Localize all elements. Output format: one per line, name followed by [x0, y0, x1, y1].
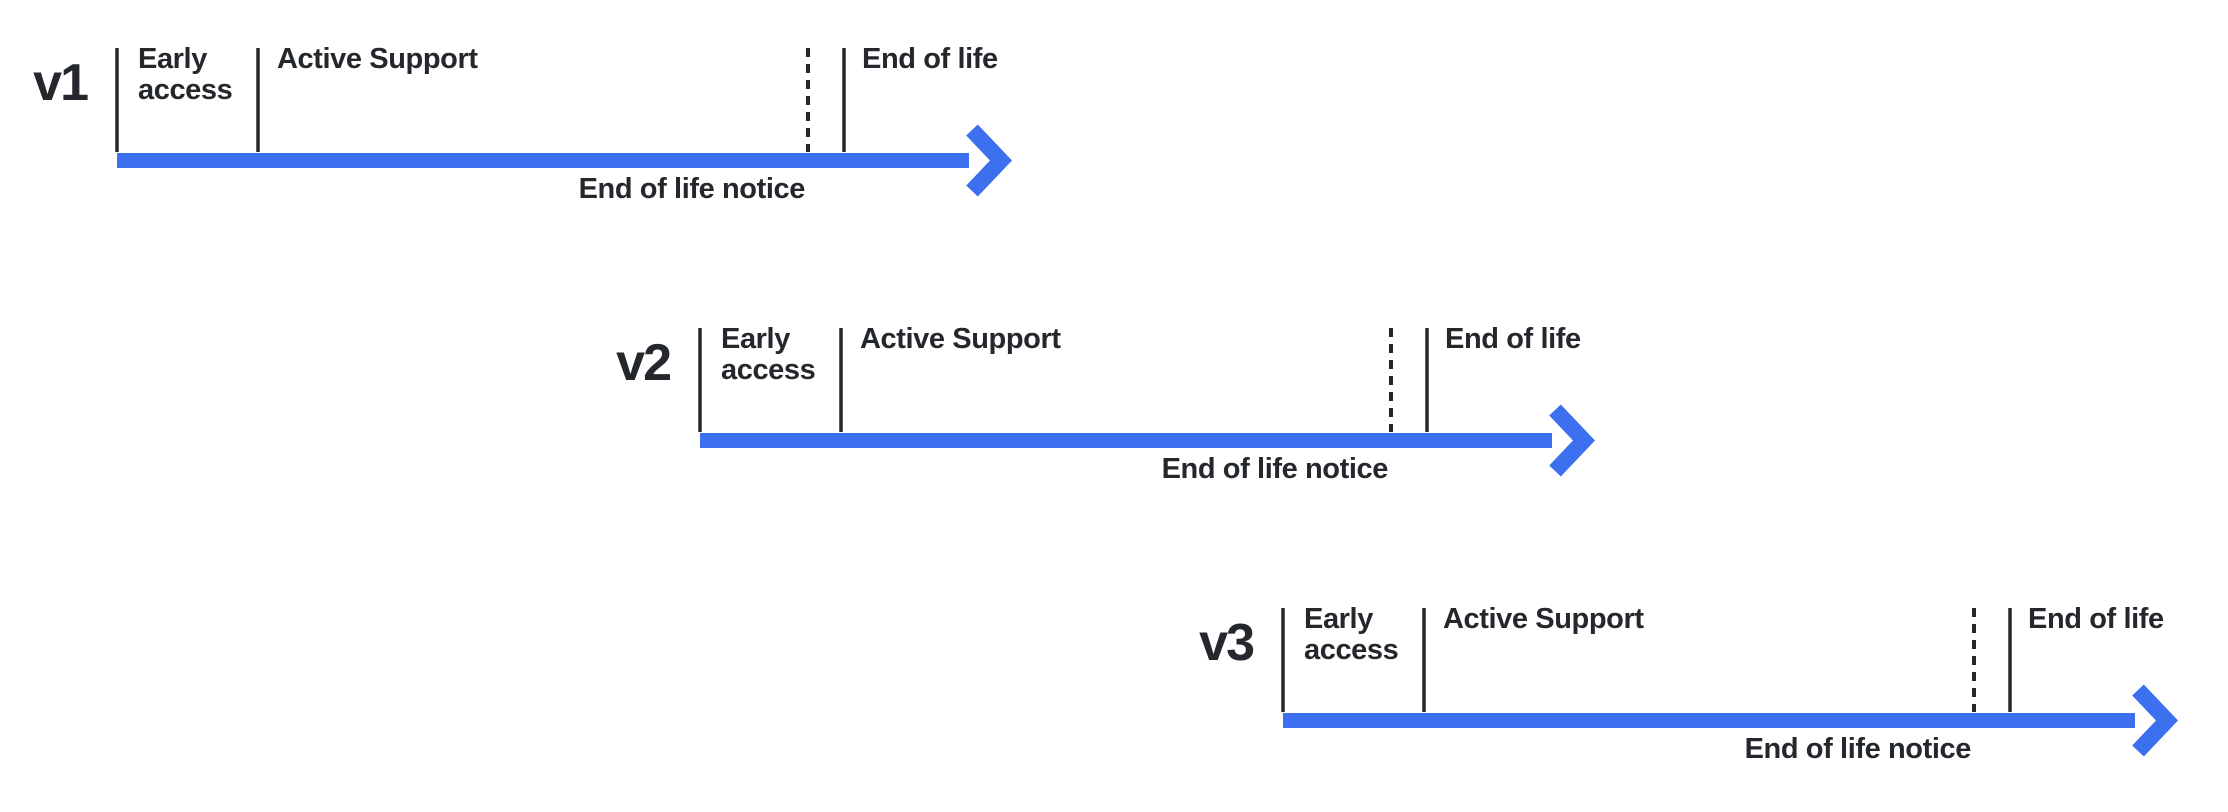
- timeline-arrow-head-icon: [1549, 404, 1596, 477]
- phase-label-end-of-life: End of life: [2028, 603, 2164, 635]
- timeline-arrow-head-icon: [966, 124, 1013, 197]
- eol-notice-label: End of life notice: [1744, 733, 1972, 765]
- timeline-graphic-v3: [1281, 608, 2179, 757]
- timeline-graphic-v1: [115, 48, 1013, 197]
- phase-label-end-of-life: End of life: [1445, 323, 1581, 355]
- phase-label-active-support: Active Support: [860, 323, 1061, 355]
- eol-notice-label: End of life notice: [578, 173, 806, 205]
- version-label-v2: v2: [616, 334, 672, 392]
- phase-label-end-of-life: End of life: [862, 43, 998, 75]
- version-label-v1: v1: [33, 54, 89, 112]
- lifecycle-row-v2: v2 Early access Active Support End of li…: [580, 324, 1680, 508]
- lifecycle-row-v1: v1 Early access Active Support End of li…: [0, 44, 1097, 228]
- timeline-arrow-head-icon: [2132, 684, 2179, 757]
- phase-label-active-support: Active Support: [277, 43, 478, 75]
- version-label-v3: v3: [1199, 614, 1255, 672]
- eol-notice-label: End of life notice: [1161, 453, 1389, 485]
- lifecycle-row-v3: v3 Early access Active Support End of li…: [1163, 604, 2228, 788]
- timeline-graphic-v2: [698, 328, 1596, 477]
- phase-label-early-access: Early access: [138, 43, 233, 106]
- phase-label-active-support: Active Support: [1443, 603, 1644, 635]
- phase-label-early-access: Early access: [1304, 603, 1399, 666]
- phase-label-early-access: Early access: [721, 323, 816, 386]
